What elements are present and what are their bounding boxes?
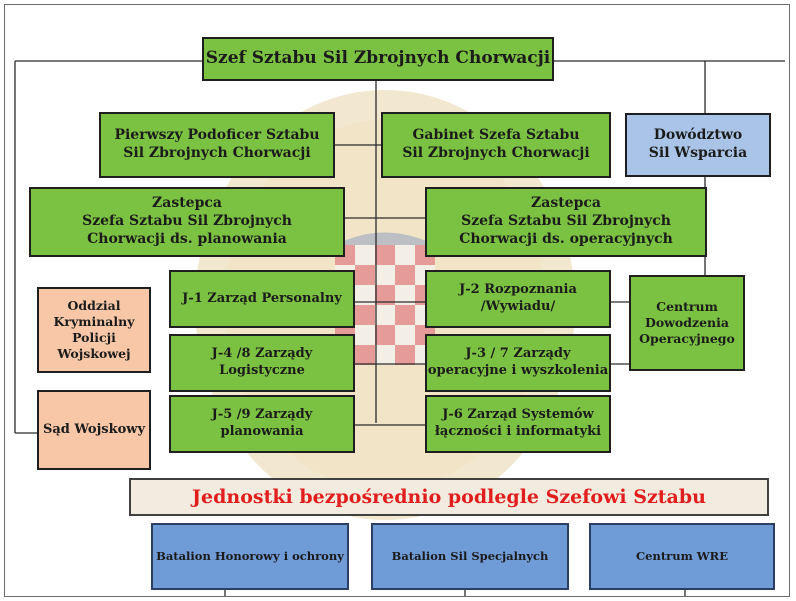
j59-line-1: J-5 /9 Zarządy — [211, 407, 313, 423]
support-command-line-1: Dowództwo — [653, 127, 743, 144]
ops-center-line-3: Operacyjnego — [639, 331, 735, 346]
chief-office-line-2: Sil Zbrojnych Chorwacji — [402, 145, 590, 161]
military-police-line-4: Wojskowej — [57, 346, 131, 361]
military-court-box: Sąd Wojskowy — [37, 390, 151, 470]
j37-line-2: operacyjne i wyszkolenia — [427, 363, 609, 378]
connector-lines — [14, 60, 785, 596]
first-nco-line-1: Pierwszy Podoficer Sztabu — [114, 127, 320, 144]
deputy-operations-line-3: Chorwacji ds. operacyjnych — [459, 230, 673, 247]
honor-battalion-label: Batalion Honorowy i ochrony — [156, 549, 344, 564]
j1-box: J-1 Zarząd Personalny — [169, 270, 355, 328]
chief-of-staff-label: Szef Sztabu Sil Zbrojnych Chorwacji — [205, 48, 551, 69]
deputy-planning-line-2: Szefa Sztabu Sil Zbrojnych — [82, 213, 292, 230]
j2-line-2: /Wywiadu/ — [480, 299, 556, 314]
chief-office-box: Gabinet Szefa Sztabu Sil Zbrojnych Chorw… — [381, 112, 611, 178]
support-command-box: Dowództwo Sil Wsparcia — [625, 113, 771, 177]
j48-box: J-4 /8 Zarządy Logistyczne — [169, 334, 355, 392]
wre-center-box: Centrum WRE — [589, 523, 775, 590]
military-police-box: Oddzial Kryminalny Policji Wojskowej — [37, 287, 151, 373]
military-police-line-3: Policji — [72, 330, 116, 345]
subordinate-units-banner: Jednostki bezpośrednio podlegle Szefowi … — [129, 478, 769, 516]
ops-center-box: Centrum Dowodzenia Operacyjnego — [629, 275, 745, 371]
j6-box: J-6 Zarząd Systemów łączności i informat… — [425, 395, 611, 453]
chief-office-line-1: Gabinet Szefa Sztabu — [412, 127, 580, 144]
chief-of-staff-box: Szef Sztabu Sil Zbrojnych Chorwacji — [202, 37, 554, 81]
j1-label: J-1 Zarząd Personalny — [182, 290, 342, 306]
military-police-line-1: Oddzial — [67, 298, 121, 313]
honor-battalion-box: Batalion Honorowy i ochrony — [151, 523, 349, 590]
deputy-planning-line-3: Chorwacji ds. planowania — [87, 230, 287, 247]
j59-box: J-5 /9 Zarządy planowania — [169, 395, 355, 453]
j59-line-2: planowania — [220, 424, 304, 439]
j37-line-1: J-3 / 7 Zarządy — [465, 346, 571, 362]
military-court-label: Sąd Wojskowy — [42, 421, 146, 437]
deputy-operations-box: Zastepca Szefa Sztabu Sil Zbrojnych Chor… — [425, 187, 707, 257]
deputy-operations-line-1: Zastepca — [531, 195, 601, 212]
deputy-operations-line-2: Szefa Sztabu Sil Zbrojnych — [461, 213, 671, 230]
deputy-planning-box: Zastepca Szefa Sztabu Sil Zbrojnych Chor… — [29, 187, 345, 257]
support-command-line-2: Sil Wsparcia — [648, 145, 748, 161]
special-forces-battalion-box: Batalion Sil Specjalnych — [371, 523, 569, 590]
ops-center-line-2: Dowodzenia — [644, 315, 729, 330]
j2-line-1: J-2 Rozpoznania — [459, 282, 577, 298]
j37-box: J-3 / 7 Zarządy operacyjne i wyszkolenia — [425, 334, 611, 392]
military-police-line-2: Kryminalny — [53, 314, 135, 329]
org-chart: Szef Sztabu Sil Zbrojnych Chorwacji Pier… — [4, 4, 790, 597]
j48-line-1: J-4 /8 Zarządy — [211, 346, 313, 362]
j6-line-2: łączności i informatyki — [434, 424, 602, 439]
first-nco-box: Pierwszy Podoficer Sztabu Sil Zbrojnych … — [99, 112, 335, 178]
subordinate-units-banner-label: Jednostki bezpośrednio podlegle Szefowi … — [192, 485, 706, 508]
deputy-planning-line-1: Zastepca — [152, 195, 222, 212]
wre-center-label: Centrum WRE — [636, 549, 728, 564]
first-nco-line-2: Sil Zbrojnych Chorwacji — [123, 145, 311, 161]
ops-center-line-1: Centrum — [656, 299, 718, 314]
j2-box: J-2 Rozpoznania /Wywiadu/ — [425, 270, 611, 328]
j6-line-1: J-6 Zarząd Systemów — [442, 407, 594, 423]
j48-line-2: Logistyczne — [219, 363, 305, 378]
special-forces-battalion-label: Batalion Sil Specjalnych — [391, 549, 549, 564]
